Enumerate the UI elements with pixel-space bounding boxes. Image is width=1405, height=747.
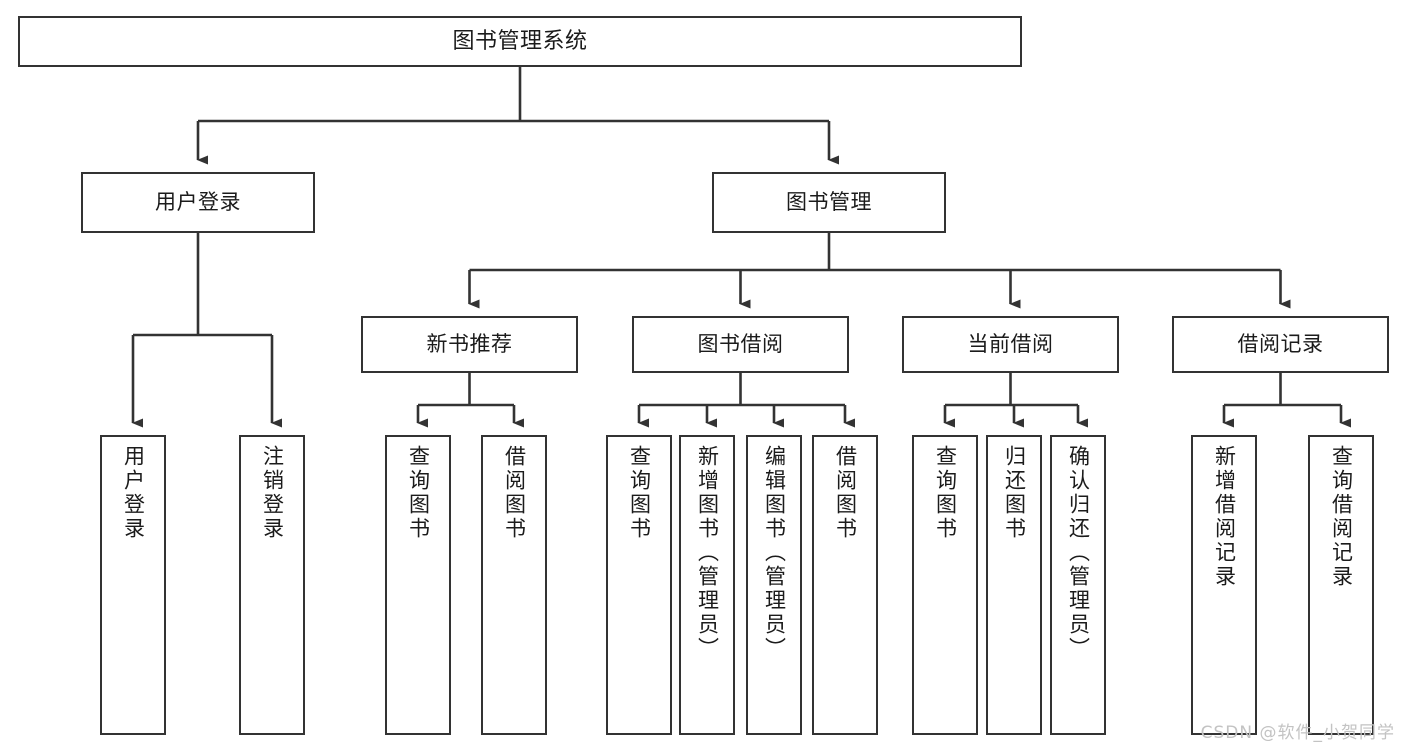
- node-label: 编辑图书（管理员）: [762, 445, 787, 661]
- node-label: 图书管理: [786, 190, 872, 215]
- node-label: 借阅记录: [1237, 332, 1324, 357]
- node-leaf-borrow-add[interactable]: 新增图书（管理员）: [679, 435, 735, 735]
- node-leaf-user-logout[interactable]: 注销登录: [239, 435, 305, 735]
- node-label: 确认归还（管理员）: [1066, 445, 1091, 661]
- node-label: 用户登录: [121, 445, 146, 541]
- node-borrow-record[interactable]: 借阅记录: [1172, 316, 1389, 373]
- node-leaf-rec-search[interactable]: 查询借阅记录: [1308, 435, 1374, 735]
- node-new-book-rec[interactable]: 新书推荐: [361, 316, 578, 373]
- node-label: 图书管理系统: [452, 28, 588, 54]
- node-root[interactable]: 图书管理系统: [18, 16, 1022, 67]
- node-label: 借阅图书: [833, 445, 858, 541]
- node-leaf-rec-add[interactable]: 新增借阅记录: [1191, 435, 1257, 735]
- csdn-watermark: CSDN @软件_小贺同学: [1200, 723, 1395, 743]
- node-leaf-user-login[interactable]: 用户登录: [100, 435, 166, 735]
- node-leaf-borrow-edit[interactable]: 编辑图书（管理员）: [746, 435, 802, 735]
- node-label: 当前借阅: [967, 332, 1054, 357]
- node-label: 查询借阅记录: [1329, 445, 1354, 589]
- node-leaf-rec-query[interactable]: 查询图书: [385, 435, 451, 735]
- node-leaf-cur-confirm[interactable]: 确认归还（管理员）: [1050, 435, 1106, 735]
- node-book-borrow[interactable]: 图书借阅: [632, 316, 849, 373]
- node-label: 新书推荐: [426, 332, 513, 357]
- node-leaf-borrow-do[interactable]: 借阅图书: [812, 435, 878, 735]
- node-leaf-cur-query[interactable]: 查询图书: [912, 435, 978, 735]
- node-label: 用户登录: [155, 190, 241, 215]
- node-label: 借阅图书: [502, 445, 527, 541]
- node-label: 查询图书: [933, 445, 958, 541]
- node-leaf-rec-borrow[interactable]: 借阅图书: [481, 435, 547, 735]
- node-user-login[interactable]: 用户登录: [81, 172, 315, 233]
- node-current-borrow[interactable]: 当前借阅: [902, 316, 1119, 373]
- node-label: 注销登录: [260, 445, 285, 541]
- node-leaf-borrow-query[interactable]: 查询图书: [606, 435, 672, 735]
- node-book-manage[interactable]: 图书管理: [712, 172, 946, 233]
- node-label: 新增借阅记录: [1212, 445, 1237, 589]
- node-label: 查询图书: [406, 445, 431, 541]
- node-label: 新增图书（管理员）: [695, 445, 720, 661]
- node-label: 归还图书: [1002, 445, 1027, 541]
- node-label: 图书借阅: [697, 332, 784, 357]
- node-label: 查询图书: [627, 445, 652, 541]
- node-leaf-cur-return[interactable]: 归还图书: [986, 435, 1042, 735]
